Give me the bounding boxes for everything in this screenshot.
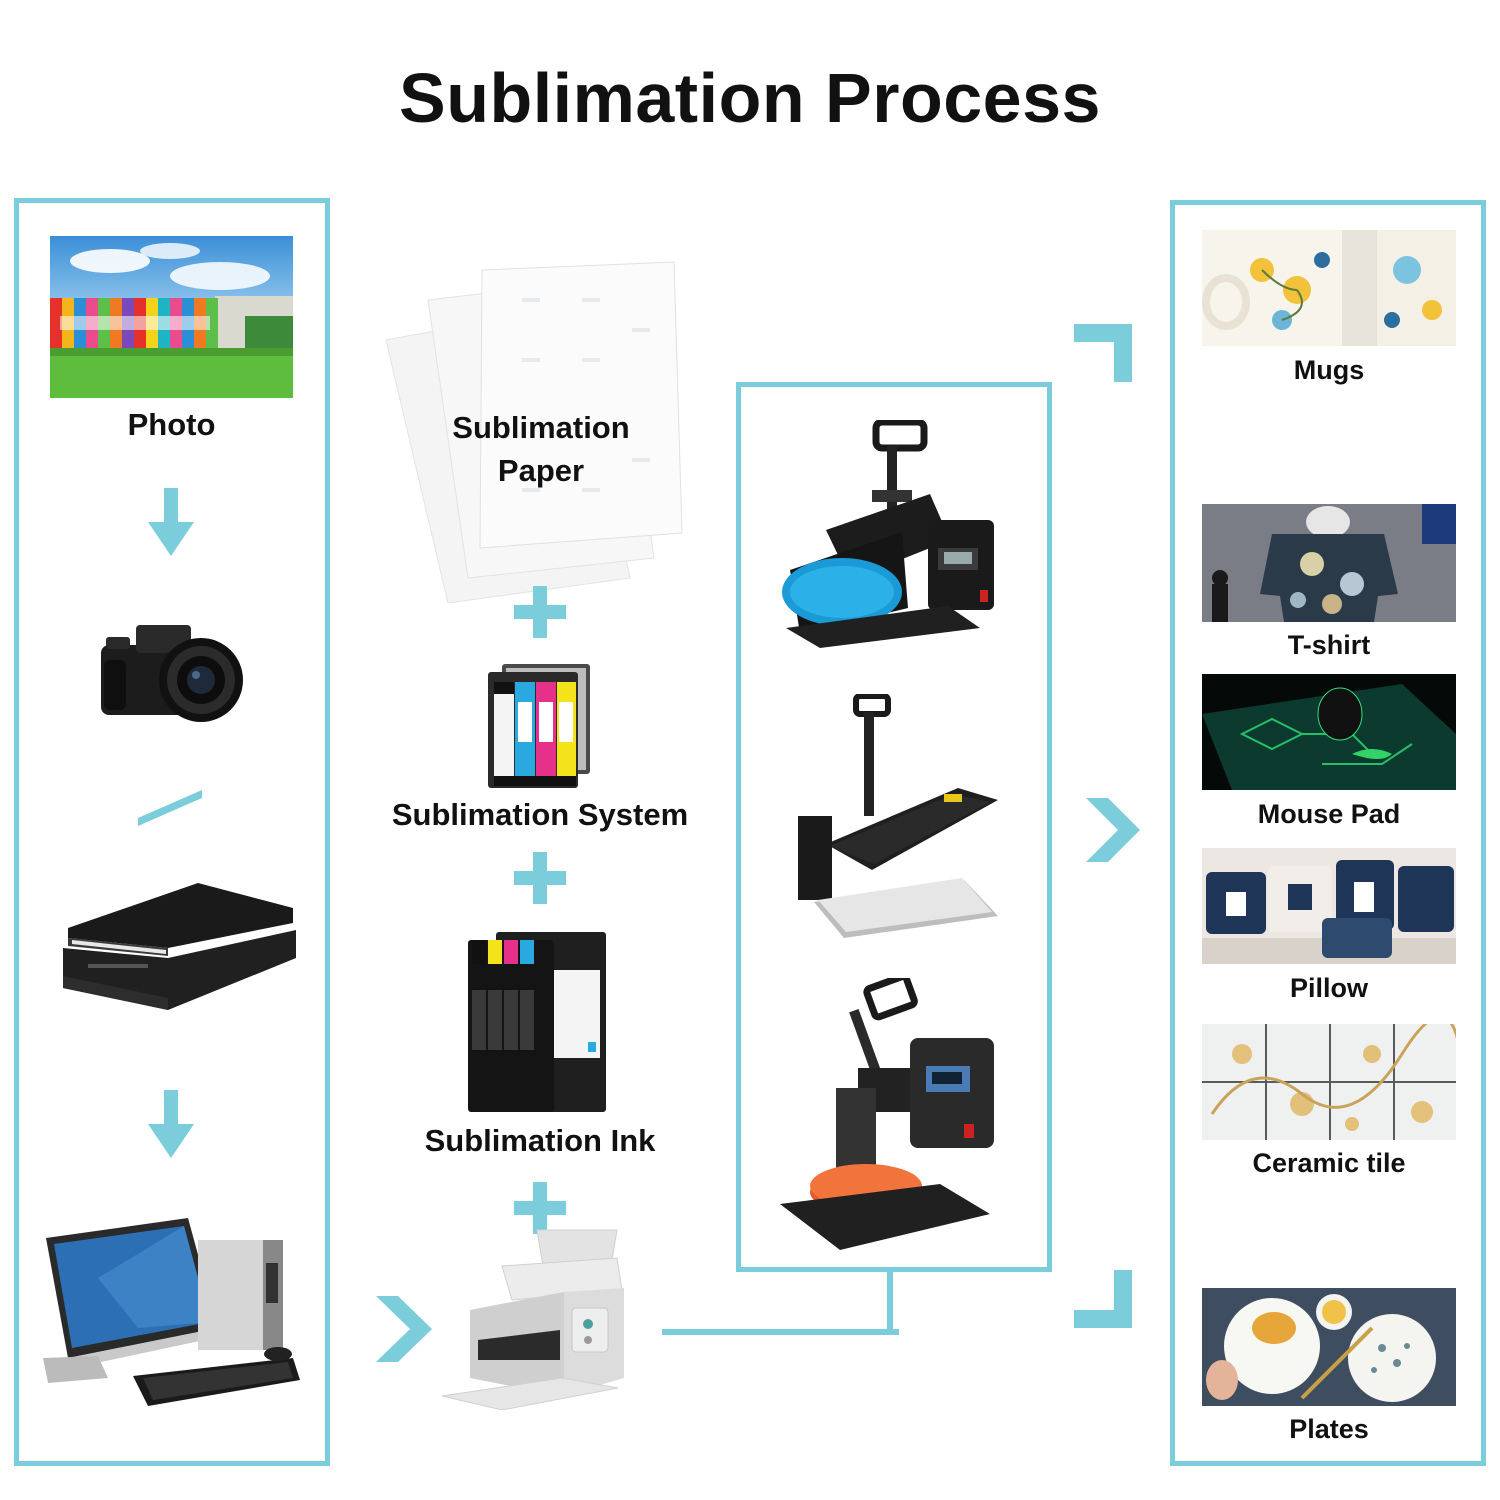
tshirt-image bbox=[1202, 504, 1456, 622]
heat-press-box bbox=[736, 382, 1052, 1272]
pillow-image bbox=[1202, 848, 1456, 964]
ceramic-tile-image bbox=[1202, 1024, 1456, 1140]
slash-divider bbox=[136, 788, 206, 828]
mugs-image bbox=[1202, 230, 1456, 346]
tshirt-label: T-shirt bbox=[1287, 630, 1371, 660]
page-title: Sublimation Process bbox=[399, 59, 1101, 137]
plus-icon bbox=[514, 586, 566, 638]
plate-press-image bbox=[780, 978, 1000, 1254]
sublimation-system-image bbox=[486, 662, 592, 790]
plus-icon bbox=[514, 852, 566, 904]
flat-press-image bbox=[794, 694, 1000, 942]
sublimation-ink-label: Sublimation Ink bbox=[424, 1123, 656, 1158]
sublimation-paper-image bbox=[382, 258, 687, 603]
scanner-image bbox=[58, 878, 298, 1013]
photo-label: Photo bbox=[127, 407, 216, 442]
ceramic-tile-label: Ceramic tile bbox=[1252, 1148, 1406, 1178]
connector-line bbox=[662, 1329, 899, 1335]
photo-image bbox=[50, 236, 293, 398]
plates-image bbox=[1202, 1288, 1456, 1406]
sublimation-ink-image bbox=[466, 930, 608, 1114]
connector-line bbox=[887, 1270, 893, 1335]
mousepad-image bbox=[1202, 674, 1456, 790]
corner-arrow-up-icon bbox=[1074, 324, 1132, 382]
input-sources-box bbox=[14, 198, 330, 1466]
mousepad-label: Mouse Pad bbox=[1257, 799, 1401, 829]
plus-icon bbox=[514, 1182, 566, 1234]
computer-image bbox=[38, 1218, 303, 1413]
printer-image bbox=[442, 1228, 642, 1410]
pillow-label: Pillow bbox=[1289, 973, 1368, 1003]
chevron-right-icon bbox=[1086, 798, 1140, 862]
camera-image bbox=[96, 615, 246, 725]
mugs-label: Mugs bbox=[1293, 355, 1365, 385]
plates-label: Plates bbox=[1289, 1414, 1369, 1444]
sublimation-paper-label: Sublimation Paper bbox=[452, 410, 630, 488]
chevron-right-icon bbox=[376, 1296, 432, 1362]
corner-arrow-down-icon bbox=[1074, 1270, 1132, 1328]
arrow-down-icon bbox=[146, 488, 196, 558]
arrow-down-icon bbox=[146, 1090, 196, 1160]
mug-press-image bbox=[780, 420, 996, 648]
sublimation-system-label: Sublimation System bbox=[391, 797, 689, 832]
products-box bbox=[1170, 200, 1486, 1466]
